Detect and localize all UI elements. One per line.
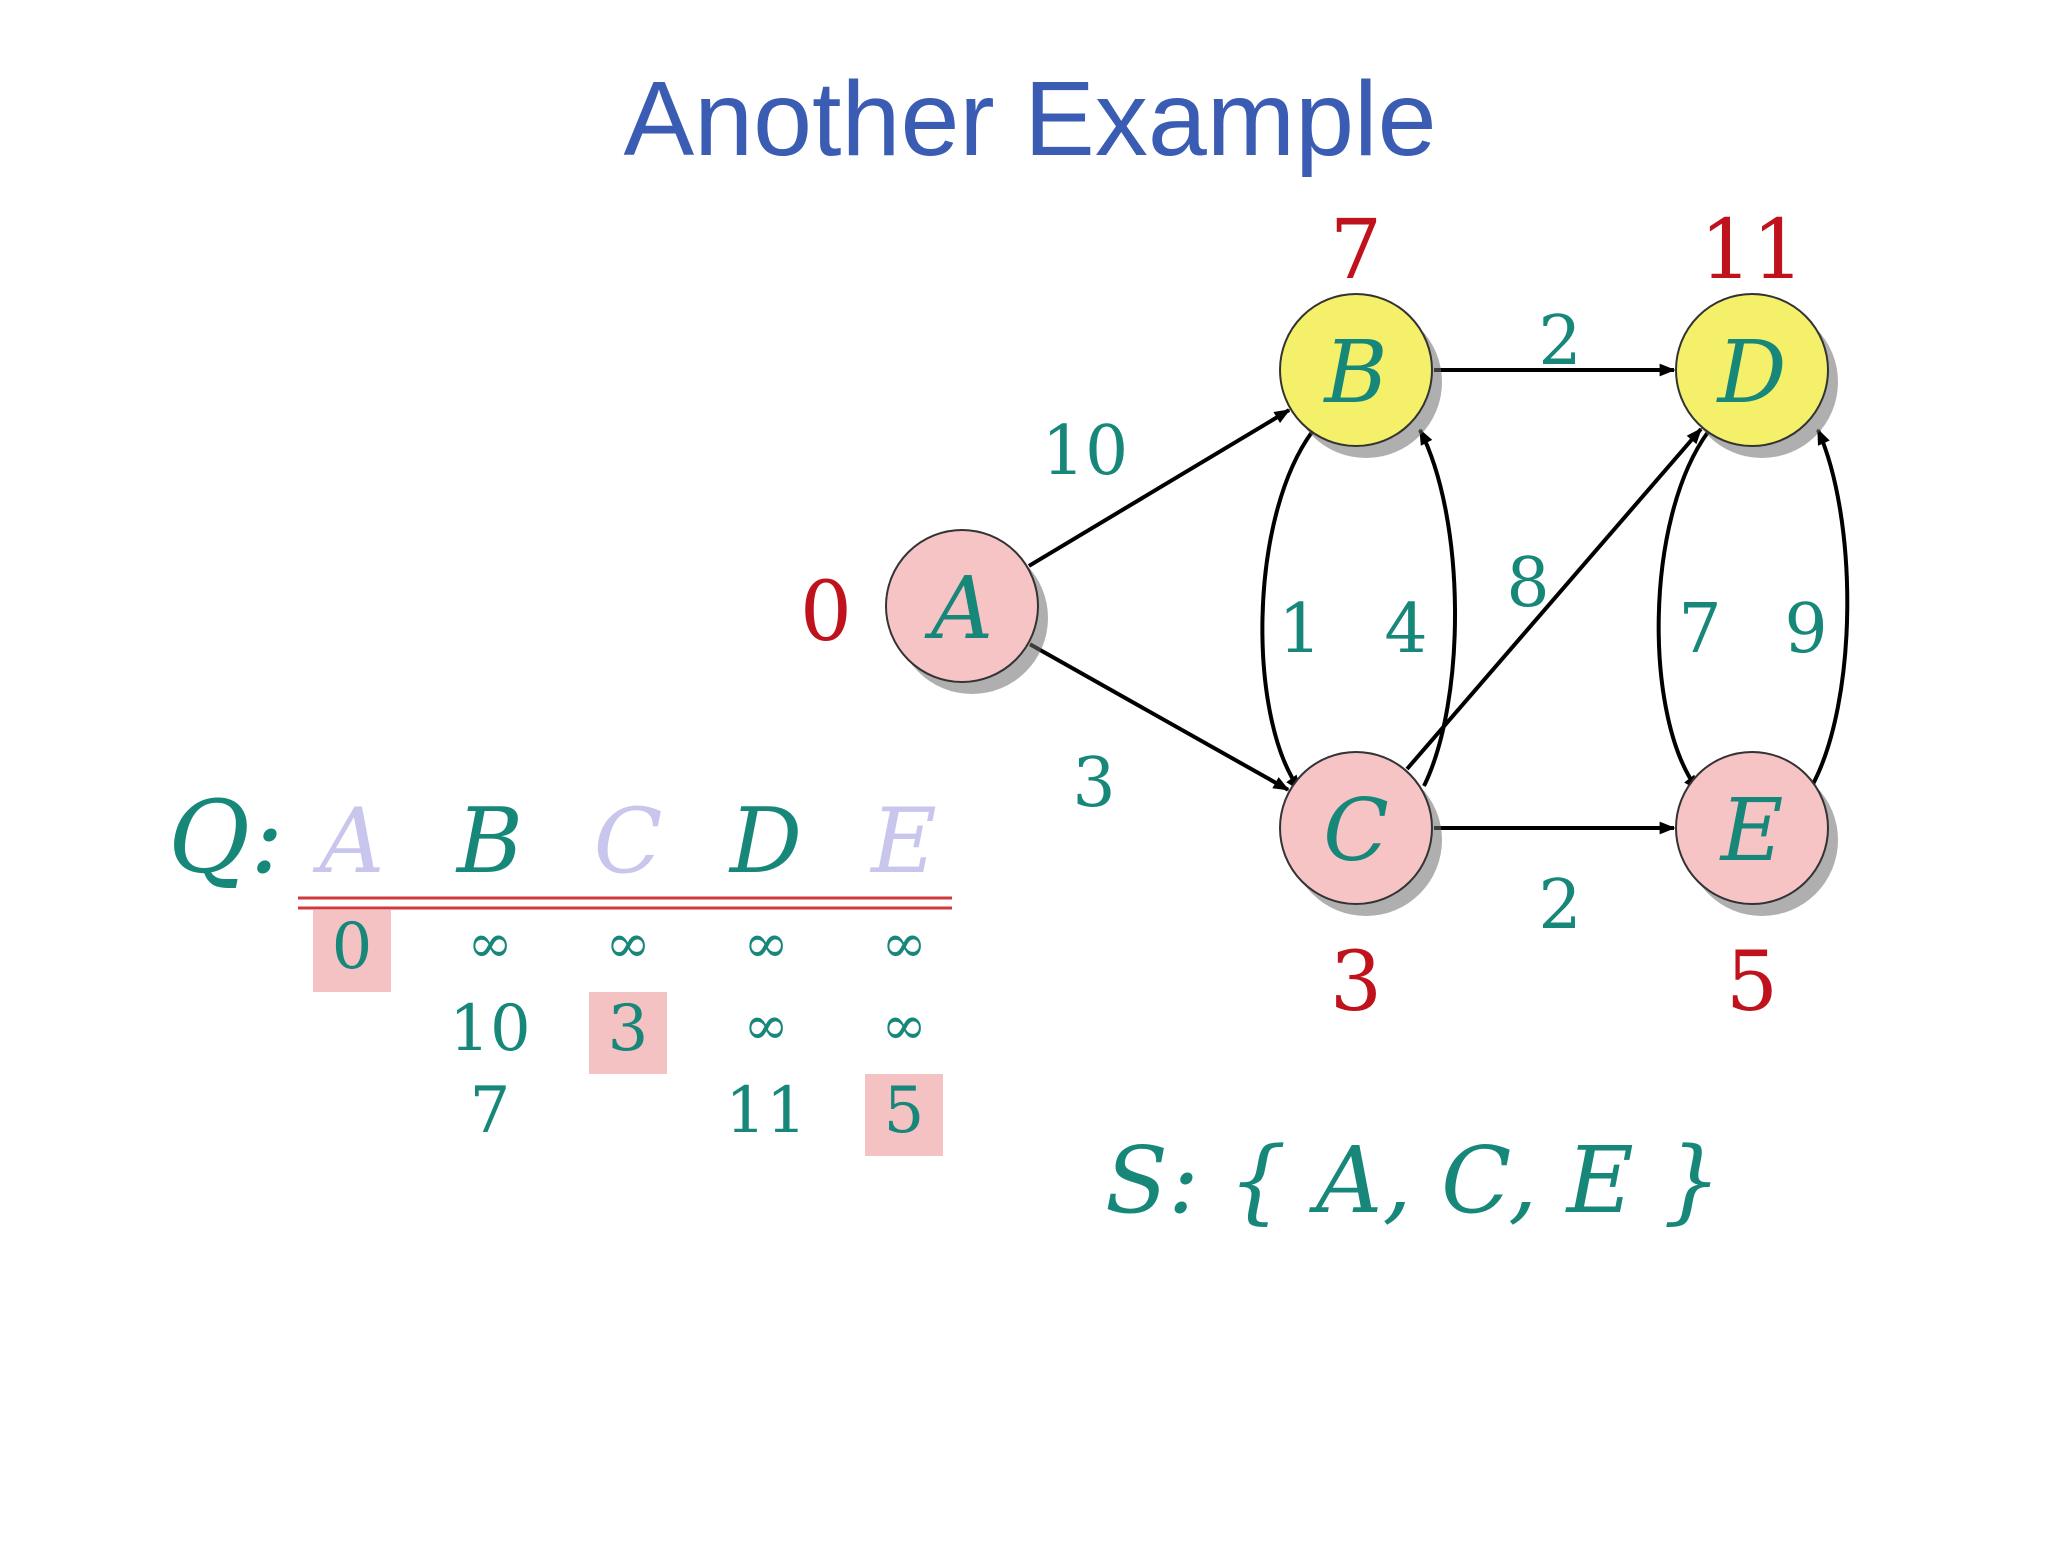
queue-cell-highlight [865, 1074, 943, 1156]
edge-weight-b-d: 2 [1538, 302, 1581, 381]
node-distance-c: 3 [1330, 935, 1382, 1030]
node-circle [1279, 293, 1433, 447]
queue-cell: ∞ [468, 912, 513, 975]
queue-header-c: C [594, 789, 663, 894]
queue-cell: 10 [449, 992, 530, 1066]
edge-c-d [1405, 427, 1703, 771]
queue-cell: 11 [725, 1074, 806, 1148]
graph-distance-labels: 0 7 3 11 5 [800, 203, 1804, 1030]
queue-cells: 0 ∞ ∞ ∞ ∞ 10 3 ∞ ∞ 7 11 5 [332, 910, 927, 1148]
settled-set: S: { A, C, E } [1105, 1127, 1722, 1234]
node-c: C [1279, 751, 1442, 916]
node-label: C [1323, 781, 1389, 881]
queue-header-b: B [455, 789, 523, 894]
edge-weight-a-c: 3 [1072, 744, 1115, 823]
edge-weight-c-b: 4 [1384, 590, 1427, 669]
edge-a-b [1027, 408, 1291, 568]
edge-d-e [1656, 430, 1710, 792]
edge-weight-c-d: 8 [1506, 544, 1549, 623]
queue-header-d: D [728, 789, 802, 894]
node-distance-b: 7 [1330, 203, 1382, 298]
edge-c-b [1418, 428, 1457, 787]
page-title: Another Example [623, 60, 1436, 178]
edge-weight-e-d: 9 [1784, 590, 1827, 669]
node-label: B [1322, 323, 1387, 423]
node-distance-d: 11 [1700, 203, 1804, 298]
queue-cell: ∞ [744, 912, 789, 975]
node-e: E [1675, 751, 1838, 916]
graph-edges [1027, 363, 1850, 835]
queue-label: Q: [168, 779, 284, 896]
queue-cell: 5 [884, 1074, 925, 1148]
node-circle [1675, 293, 1829, 447]
queue-cell-highlight [313, 910, 391, 992]
queue-header-a: A [313, 789, 385, 894]
node-label: E [1719, 781, 1784, 881]
queue-cell: ∞ [744, 994, 789, 1057]
queue-cell: 0 [332, 910, 373, 984]
node-distance-a: 0 [800, 565, 852, 660]
queue-cell-highlight [589, 992, 667, 1074]
edge-weight-a-b: 10 [1042, 412, 1129, 491]
node-label: D [1716, 323, 1787, 423]
edge-b-c [1260, 430, 1314, 792]
queue-cell: 7 [470, 1074, 511, 1148]
queue-cell: 3 [608, 992, 649, 1066]
queue-highlights [313, 910, 943, 1156]
edge-a-c [1028, 642, 1290, 792]
node-circle [885, 529, 1039, 683]
queue-cell: ∞ [882, 994, 927, 1057]
edge-weight-b-c: 1 [1278, 590, 1321, 669]
edge-e-d [1810, 428, 1850, 787]
queue-cell: ∞ [882, 912, 927, 975]
graph-nodes: A B C D E [885, 293, 1838, 916]
queue-header-e: E [869, 789, 937, 894]
node-distance-e: 5 [1726, 935, 1778, 1030]
edge-weight-c-e: 2 [1538, 866, 1581, 945]
node-circle [1675, 751, 1829, 905]
node-label: A [924, 559, 993, 659]
node-b: B [1279, 293, 1442, 458]
edge-weight-d-e: 7 [1678, 590, 1721, 669]
node-a: A [885, 529, 1048, 694]
queue-cell: ∞ [606, 912, 651, 975]
node-circle [1279, 751, 1433, 905]
node-d: D [1675, 293, 1838, 458]
